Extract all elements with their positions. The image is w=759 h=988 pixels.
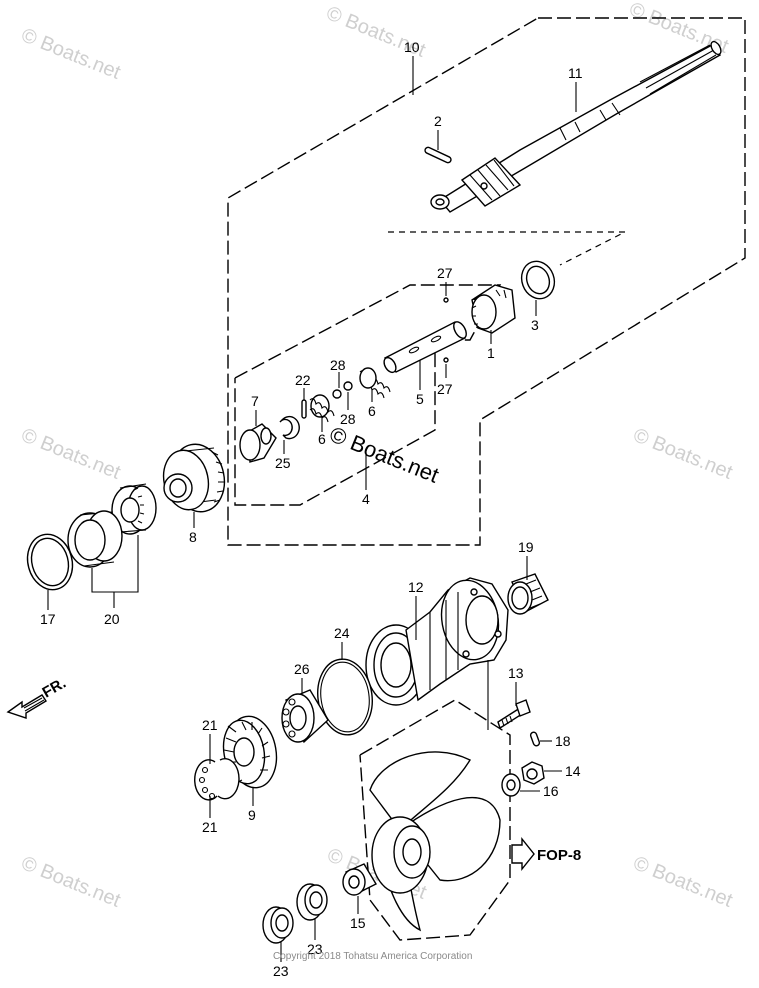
part-22-pin xyxy=(301,399,307,419)
part-17-shim xyxy=(26,533,74,591)
part-15-spacer xyxy=(342,863,377,896)
callout-24: 24 xyxy=(334,625,350,641)
callout-6: 6 xyxy=(318,431,326,447)
callout-7: 7 xyxy=(251,393,259,409)
callout-2: 2 xyxy=(434,113,442,129)
watermark: © Boats.net xyxy=(18,24,124,84)
group-outline-clutch-assembly xyxy=(234,284,502,506)
callout-4: 4 xyxy=(362,491,370,507)
part-19-needle-bearing xyxy=(507,573,549,615)
callout-11: 11 xyxy=(568,65,583,81)
part-8-forward-gear xyxy=(162,443,226,513)
group-outline-drive-shaft xyxy=(227,17,746,546)
callout-28: 28 xyxy=(330,357,346,373)
callout-9: 9 xyxy=(248,807,256,823)
callout-21: 21 xyxy=(202,819,218,835)
callout-15: 15 xyxy=(350,915,366,931)
watermark: © Boats.net xyxy=(18,424,124,484)
propeller xyxy=(369,751,501,932)
part-3-ring xyxy=(520,260,556,300)
group-cut-line xyxy=(388,231,626,266)
fop-reference: FOP-8 xyxy=(511,837,581,871)
copyright-text: Copyright 2018 Tohatsu America Corporati… xyxy=(273,951,472,962)
callout-13: 13 xyxy=(508,665,524,681)
callouts: 10 11 2 27 1 3 5 27 6 28 28 22 6 25 7 4 … xyxy=(40,39,583,979)
callout-3: 3 xyxy=(531,317,539,333)
callout-16: 16 xyxy=(543,783,559,799)
front-direction-arrow: FR. xyxy=(6,675,69,719)
callout-19: 19 xyxy=(518,539,534,555)
part-23-bearing-lower xyxy=(262,906,294,944)
callout-20: 20 xyxy=(104,611,120,627)
part-21-retaining-ring xyxy=(194,757,240,801)
callout-26: 26 xyxy=(294,661,310,677)
part-1-clutch xyxy=(471,284,516,334)
callout-10: 10 xyxy=(404,39,420,55)
part-23-bearing-upper xyxy=(296,883,328,921)
part-6-spring-right xyxy=(359,367,391,399)
callout-27: 27 xyxy=(437,265,453,281)
part-20-race xyxy=(67,510,123,568)
part-27-ball-upper xyxy=(443,297,449,303)
part-16-washer xyxy=(501,773,521,797)
callout-28: 28 xyxy=(340,411,356,427)
part-20-bearing xyxy=(111,483,157,535)
callout-8: 8 xyxy=(189,529,197,545)
callout-23: 23 xyxy=(273,963,289,979)
part-5-plunger xyxy=(383,321,467,374)
callout-1: 1 xyxy=(487,345,495,361)
watermark: © Boats.net xyxy=(630,852,736,912)
callout-22: 22 xyxy=(295,372,311,388)
part-18-cotter-pin xyxy=(529,731,541,747)
callout-23: 23 xyxy=(307,941,323,957)
part-11-drive-shaft xyxy=(430,40,722,213)
part-12-housing xyxy=(365,577,509,706)
part-28-ball-upper xyxy=(332,389,342,399)
part-26-bearing xyxy=(281,689,329,744)
part-7-cap xyxy=(239,423,277,463)
fop-reference-label: FOP-8 xyxy=(537,847,581,864)
callout-18: 18 xyxy=(555,733,571,749)
callout-14: 14 xyxy=(565,763,581,779)
watermark: © Boats.net xyxy=(630,424,736,484)
part-13-bolt xyxy=(497,699,531,730)
center-watermark: © Boats.net xyxy=(326,421,442,487)
callout-27: 27 xyxy=(437,381,453,397)
watermark: © Boats.net xyxy=(18,852,124,912)
group-outline-propeller xyxy=(359,699,511,941)
callout-25: 25 xyxy=(275,455,291,471)
part-28-ball-lower xyxy=(343,381,353,391)
callout-5: 5 xyxy=(416,391,424,407)
part-6-spring-left xyxy=(309,394,335,423)
part-24-o-ring xyxy=(317,658,373,736)
part-2-pin xyxy=(424,146,452,164)
callout-12: 12 xyxy=(408,579,424,595)
leader-lines xyxy=(47,56,577,962)
part-14-nut xyxy=(521,761,545,785)
callout-6: 6 xyxy=(368,403,376,419)
callout-21: 21 xyxy=(202,717,218,733)
callout-17: 17 xyxy=(40,611,56,627)
part-27-ball-lower xyxy=(443,357,449,363)
part-25-snap-ring xyxy=(279,415,300,440)
